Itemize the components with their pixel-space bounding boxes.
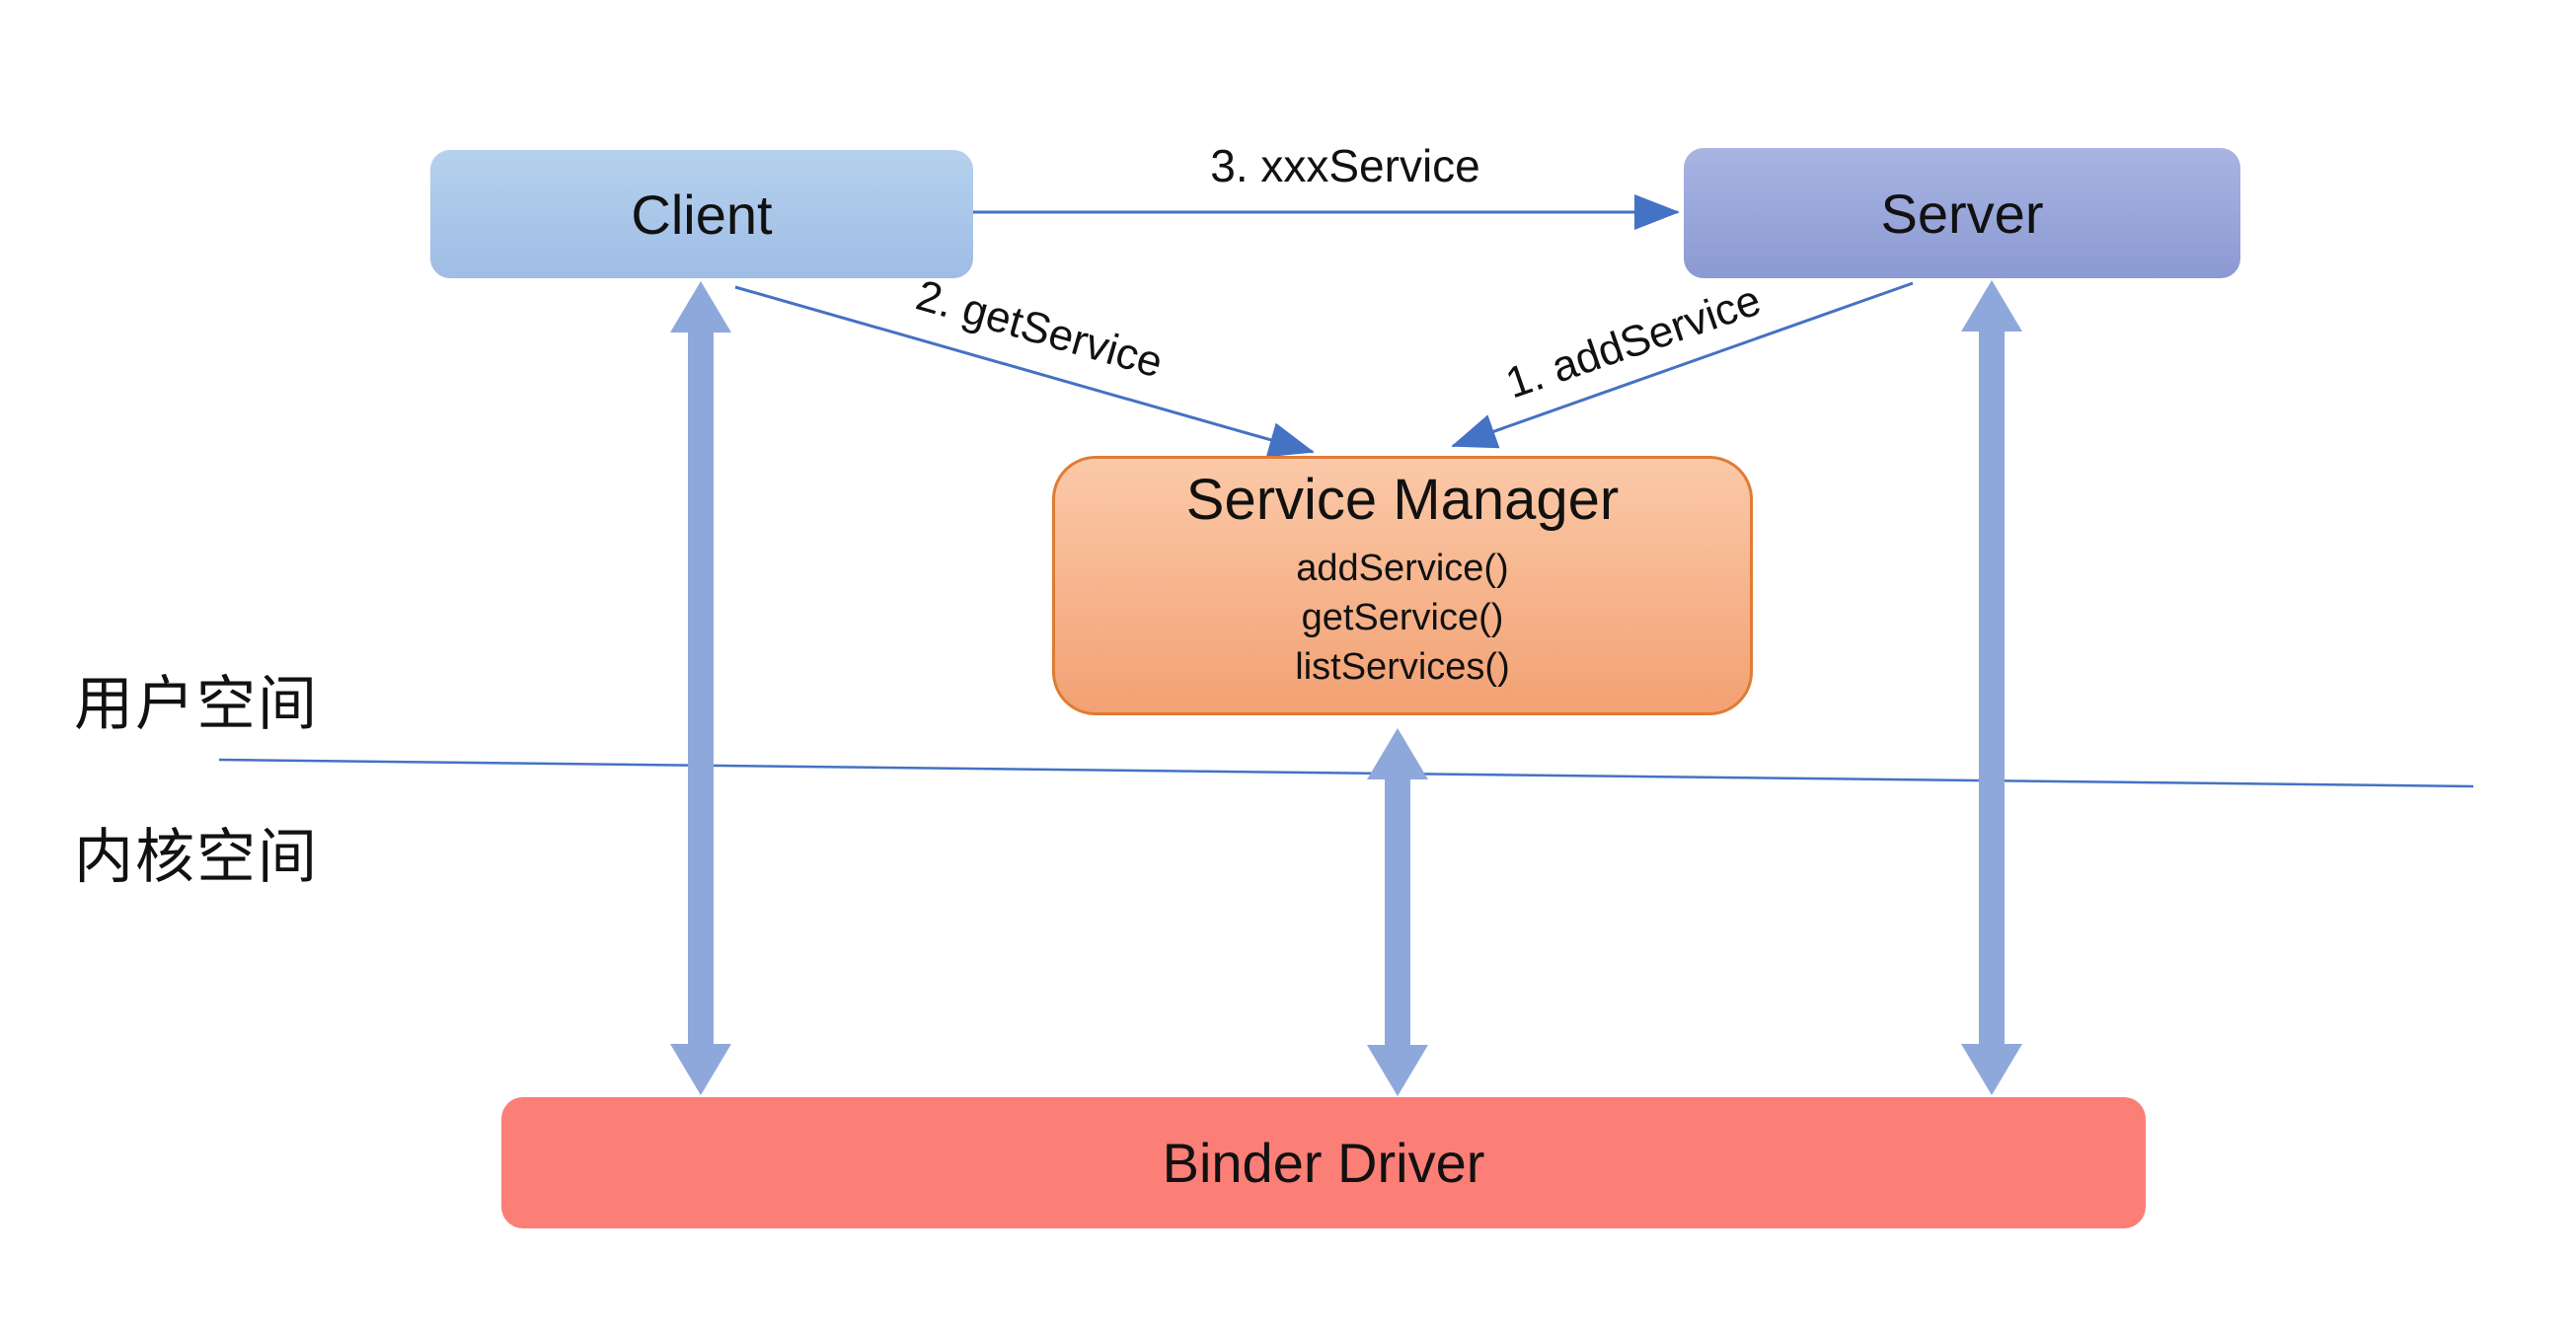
add-service-arrow — [1451, 281, 1914, 449]
user-space-label: 用户空间 — [74, 671, 319, 737]
service-manager-methods: addService() getService() listServices() — [1295, 544, 1509, 692]
client-binder-arrow — [670, 281, 731, 1095]
service-manager-method: getService() — [1301, 597, 1504, 638]
server-label: Server — [1880, 182, 2044, 245]
client-label: Client — [631, 183, 773, 246]
service-manager-method: addService() — [1296, 548, 1509, 589]
server-binder-arrow — [1961, 280, 2022, 1095]
service-manager-box: Service Manager addService() getService(… — [1052, 456, 1753, 715]
binder-driver-label: Binder Driver — [1162, 1132, 1485, 1194]
space-divider-line — [218, 758, 2474, 788]
get-service-arrow — [734, 285, 1315, 458]
service-manager-method: listServices() — [1295, 646, 1510, 688]
kernel-space-label: 内核空间 — [74, 824, 319, 890]
service-manager-title: Service Manager — [1185, 468, 1620, 532]
service-manager-binder-arrow — [1367, 728, 1428, 1096]
binder-driver-box: Binder Driver — [501, 1097, 2146, 1228]
server-box: Server — [1684, 148, 2240, 278]
xxx-service-label: 3. xxxService — [1210, 140, 1480, 191]
client-box: Client — [430, 150, 973, 278]
